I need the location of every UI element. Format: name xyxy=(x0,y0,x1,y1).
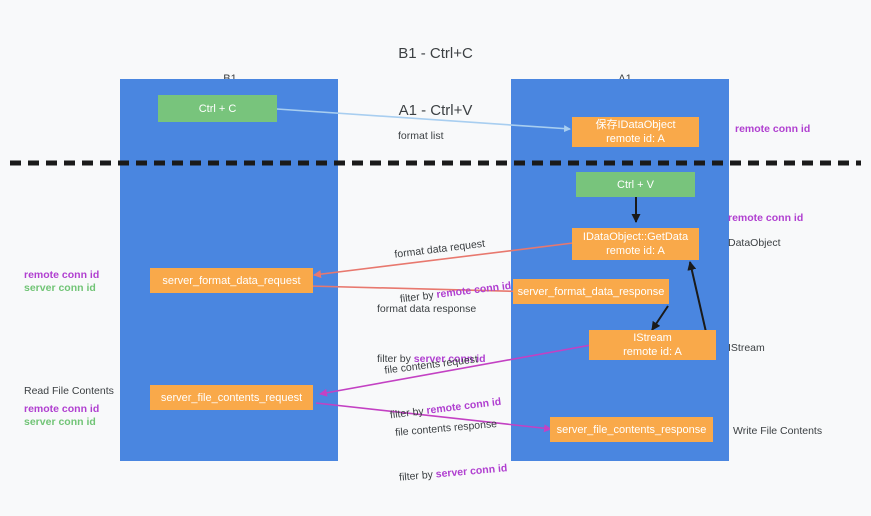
node-server-format-data-response[interactable]: server_format_data_response xyxy=(513,279,669,304)
node-save-idataobject-line1: 保存IDataObject xyxy=(595,119,676,131)
edge-label-file-contents-response-line1: file contents response xyxy=(394,417,498,439)
side-label-remote-conn-id-top: remote conn id xyxy=(735,123,811,135)
node-idataobject-getdata-line1: IDataObject::GetData xyxy=(582,231,689,243)
node-istream[interactable]: IStream remote id: A xyxy=(589,330,716,360)
node-server-format-data-response-label: server_format_data_response xyxy=(517,285,665,298)
node-ctrl-v-label: Ctrl + V xyxy=(617,178,654,191)
node-server-file-contents-response-label: server_file_contents_response xyxy=(556,423,707,436)
node-server-format-data-request[interactable]: server_format_data_request xyxy=(150,268,313,293)
node-istream-line2: remote id: A xyxy=(623,346,682,358)
side-label-left-remote-conn-id-mid: remote conn id xyxy=(24,269,100,281)
edge-label-format-data-response: format data response filter by server co… xyxy=(377,272,486,397)
node-server-format-data-request-label: server_format_data_request xyxy=(162,274,301,287)
edge-label-file-contents-request-line1: file contents request xyxy=(383,353,479,377)
edge-label-file-contents-response-line2: filter by server conn id xyxy=(399,461,508,485)
node-save-idataobject-line2: remote id: A xyxy=(606,133,665,145)
node-istream-line1: IStream xyxy=(633,332,672,344)
side-label-left-remote-conn-id-bot: remote conn id xyxy=(24,403,100,415)
node-save-idataobject[interactable]: 保存IDataObject remote id: A xyxy=(572,117,699,147)
edge-label-format-list: format list xyxy=(398,99,444,174)
node-ctrl-v[interactable]: Ctrl + V xyxy=(576,172,695,197)
side-label-left-server-conn-id-bot: server conn id xyxy=(24,416,96,428)
edge-label-file-contents-response: file contents response filter by server … xyxy=(392,387,511,516)
node-ctrl-c-label: Ctrl + C xyxy=(198,102,237,115)
edge-label-format-list-line1: format list xyxy=(398,130,444,142)
node-server-file-contents-request-label: server_file_contents_request xyxy=(160,391,303,404)
node-ctrl-c[interactable]: Ctrl + C xyxy=(158,95,277,122)
node-server-file-contents-response[interactable]: server_file_contents_response xyxy=(550,417,713,442)
edge-label-format-data-request-line1: format data request xyxy=(393,237,486,261)
edge-label-format-data-response-line2: filter by server conn id xyxy=(377,352,486,367)
node-server-file-contents-request[interactable]: server_file_contents_request xyxy=(150,385,313,410)
edge-label-format-data-response-line1: format data response xyxy=(377,303,477,315)
node-idataobject-getdata-line2: remote id: A xyxy=(606,245,665,257)
side-label-write-file-contents: Write File Contents xyxy=(733,425,823,437)
side-label-istream: IStream xyxy=(728,342,765,354)
side-label-read-file-contents: Read File Contents xyxy=(24,385,114,397)
edge-label-fdres-conn-id: server conn id xyxy=(413,353,486,365)
edge-label-fdres-prefix: filter by xyxy=(377,353,414,365)
side-label-dataobject: DataObject xyxy=(728,237,781,249)
title-line-1: B1 - Ctrl+C xyxy=(398,45,473,62)
diagram-canvas: B1 - Ctrl+C A1 - Ctrl+V B1 connection A1… xyxy=(10,45,861,484)
side-label-remote-conn-id-mid: remote conn id xyxy=(728,212,804,224)
node-idataobject-getdata[interactable]: IDataObject::GetData remote id: A xyxy=(572,228,699,260)
side-label-left-server-conn-id-mid: server conn id xyxy=(24,282,96,294)
edge-label-fcres-conn-id: server conn id xyxy=(435,462,508,481)
edge-label-fcres-prefix: filter by xyxy=(398,468,437,484)
